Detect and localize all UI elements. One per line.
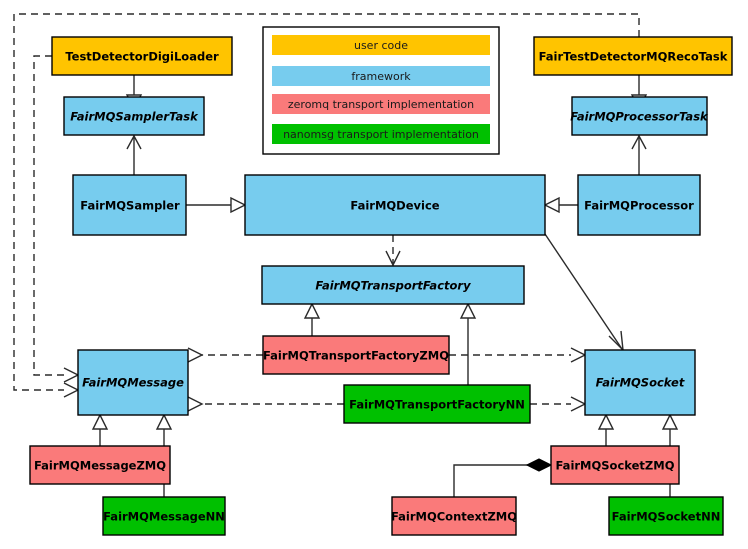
legend-item-nanomsg: nanomsg transport implementation	[272, 124, 490, 144]
node-box[interactable]	[51, 36, 233, 76]
node-box[interactable]	[391, 496, 517, 536]
edge-factoryzmq-transportfactory	[303, 302, 321, 336]
node-FairMQTransportFactory[interactable]: FairMQTransportFactory	[261, 265, 525, 305]
node-box[interactable]	[262, 335, 450, 375]
node-FairMQContextZMQ[interactable]: FairMQContextZMQ	[391, 496, 517, 536]
edge-contextzmq-socketzmq	[453, 458, 553, 497]
node-box[interactable]	[584, 349, 696, 416]
node-FairMQMessageNN[interactable]: FairMQMessageNN	[102, 496, 226, 536]
node-FairMQSamplerTask[interactable]: FairMQSamplerTask	[63, 96, 205, 136]
node-box[interactable]	[533, 36, 733, 76]
node-box[interactable]	[72, 174, 187, 236]
node-FairMQSocketZMQ[interactable]: FairMQSocketZMQ	[550, 445, 680, 485]
node-box[interactable]	[77, 349, 189, 416]
edge-processor-device	[543, 196, 578, 214]
node-FairMQMessage[interactable]: FairMQMessage	[77, 349, 189, 416]
node-box[interactable]	[63, 96, 205, 136]
node-TestDetectorDigiLoader[interactable]: TestDetectorDigiLoader	[51, 36, 233, 76]
edge-factoryzmq-message	[187, 347, 263, 363]
legend-swatch-user-code	[272, 35, 490, 55]
node-FairMQDevice[interactable]: FairMQDevice	[244, 174, 546, 236]
edge-socketzmq-socket	[597, 413, 615, 446]
color-legend: user code framework zeromq transport imp…	[262, 26, 500, 155]
edge-device-transportfactory	[385, 235, 401, 267]
node-box[interactable]	[608, 496, 724, 536]
edge-factoryzmq-socket	[449, 347, 587, 363]
edge-factorynn-transportfactory	[459, 302, 477, 385]
node-FairMQSampler[interactable]: FairMQSampler	[72, 174, 187, 236]
edge-sampler-samplertask	[126, 134, 142, 175]
node-box[interactable]	[571, 96, 708, 136]
node-box[interactable]	[102, 496, 226, 536]
edge-factorynn-socket	[530, 396, 587, 412]
node-FairMQMessageZMQ[interactable]: FairMQMessageZMQ	[29, 445, 171, 485]
edge-processor-processortask	[631, 134, 647, 175]
node-box[interactable]	[244, 174, 546, 236]
node-FairTestDetectorMQRecoTask[interactable]: FairTestDetectorMQRecoTask	[533, 36, 733, 76]
edge-messagezmq-message	[91, 413, 109, 446]
node-box[interactable]	[577, 174, 701, 236]
node-FairMQSocket[interactable]: FairMQSocket	[584, 349, 696, 416]
node-box[interactable]	[343, 384, 531, 424]
node-FairMQTransportFactoryNN[interactable]: FairMQTransportFactoryNN	[343, 384, 531, 424]
legend-item-user-code: user code	[272, 35, 490, 55]
node-FairMQTransportFactoryZMQ[interactable]: FairMQTransportFactoryZMQ	[262, 335, 450, 375]
legend-swatch-nanomsg	[272, 124, 490, 144]
node-FairMQProcessorTask[interactable]: FairMQProcessorTask	[570, 96, 709, 136]
node-box[interactable]	[550, 445, 680, 485]
edge-sampler-device	[186, 196, 247, 214]
node-box[interactable]	[261, 265, 525, 305]
legend-swatch-zeromq	[272, 94, 490, 114]
node-FairMQProcessor[interactable]: FairMQProcessor	[577, 174, 701, 236]
legend-item-zeromq: zeromq transport implementation	[272, 94, 490, 114]
legend-item-framework: framework	[272, 66, 490, 86]
edge-device-socket	[544, 233, 624, 352]
legend-swatch-framework	[272, 66, 490, 86]
node-FairMQSocketNN[interactable]: FairMQSocketNN	[608, 496, 724, 536]
edge-factorynn-message	[187, 396, 344, 412]
node-box[interactable]	[29, 445, 171, 485]
